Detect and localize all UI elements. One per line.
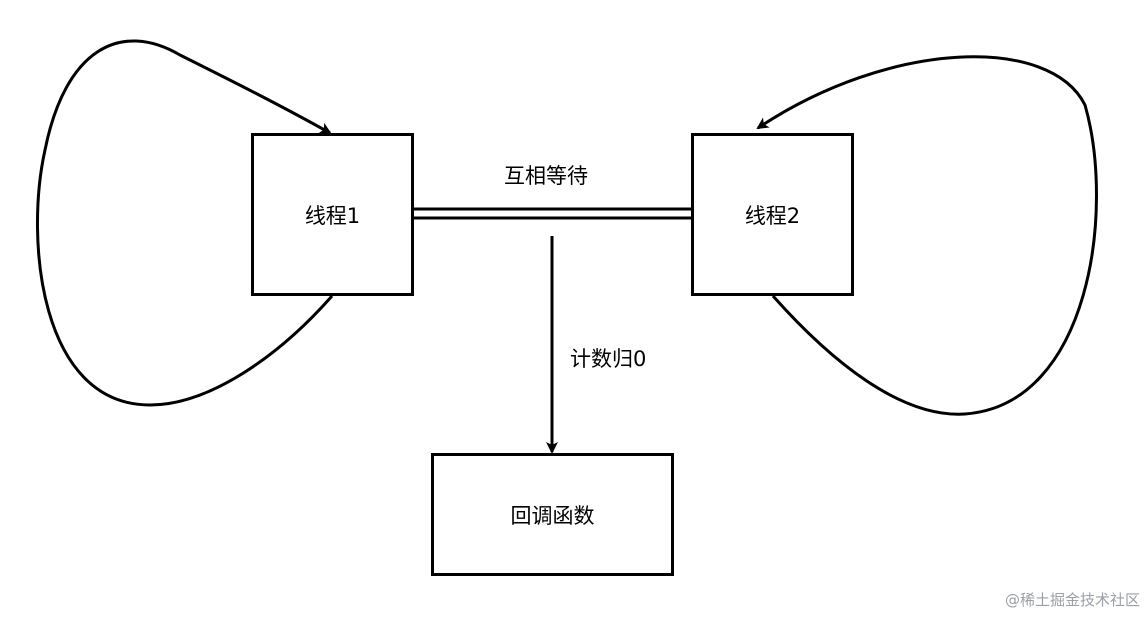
- self-loop-thread1-edge: [36, 39, 334, 407]
- self-loop-thread2-edge: [756, 55, 1098, 416]
- thread2-label: 线程2: [744, 203, 801, 228]
- callback-label: 回调函数: [510, 503, 595, 528]
- callback-node: 回调函数: [431, 453, 674, 576]
- watermark-text: @稀土掘金技术社区: [1004, 591, 1140, 609]
- count-zero-label: 计数归0: [570, 347, 647, 371]
- thread1-node: 线程1: [251, 133, 414, 296]
- mutual-wait-label: 互相等待: [504, 164, 588, 188]
- thread2-node: 线程2: [691, 133, 854, 296]
- thread1-label: 线程1: [304, 203, 361, 228]
